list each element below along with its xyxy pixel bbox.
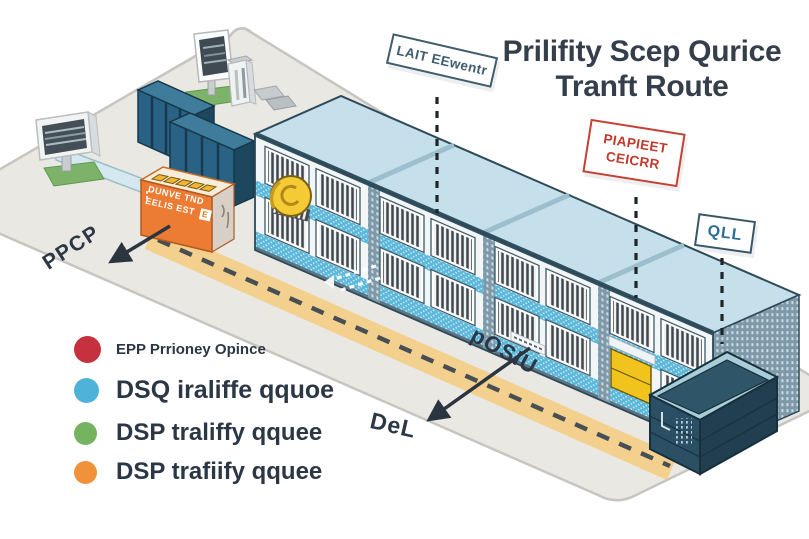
legend-item-dsq: DSQ iraliffe qquoe: [74, 376, 334, 405]
legend-label: DSP trafiify qquee: [116, 458, 323, 485]
legend-item-dsp-orange: DSP trafiify qquee: [74, 458, 334, 486]
flow-arrows: [108, 224, 532, 422]
legend-dot-green: [74, 421, 97, 445]
legend-dot-orange: [74, 460, 97, 484]
title-line-2: Tranft Route: [555, 70, 729, 103]
legend-item-epp: EPP Prrioney Opince: [74, 336, 334, 363]
callout-leader-lines: [435, 97, 724, 344]
road: [145, 225, 677, 480]
device-box-badge: E: [198, 208, 212, 222]
coin-badge: [269, 175, 312, 222]
legend-dot-blue: [74, 378, 99, 403]
device-top-stripes: [150, 173, 218, 192]
yellow-door: [608, 335, 656, 406]
title-line-1: Prilifity Scep Qurice: [502, 35, 782, 68]
legend-label: EPP Prrioney Opince: [116, 341, 266, 358]
kiosk: [226, 55, 257, 107]
ground-pads: [253, 85, 297, 111]
legend-dot-red: [74, 336, 101, 363]
ppcp-arrow: [108, 224, 171, 264]
legend-label: DSQ iraliffe qquoe: [116, 376, 335, 404]
diagram-title: Prilifity Scep Qurice Tranft Route: [468, 34, 809, 104]
del-arrow: [426, 346, 532, 422]
cargo-container: [647, 350, 780, 476]
monitor-sign-left: [35, 111, 105, 187]
legend: EPP Prrioney Opince DSQ iraliffe qquoe D…: [74, 336, 334, 486]
info-sign-top: [185, 29, 245, 108]
legend-item-dsp-green: DSP traliffy qquee: [74, 419, 334, 447]
ground-arrow-marks: [324, 264, 381, 293]
legend-label: DSP traliffy qquee: [116, 419, 323, 446]
